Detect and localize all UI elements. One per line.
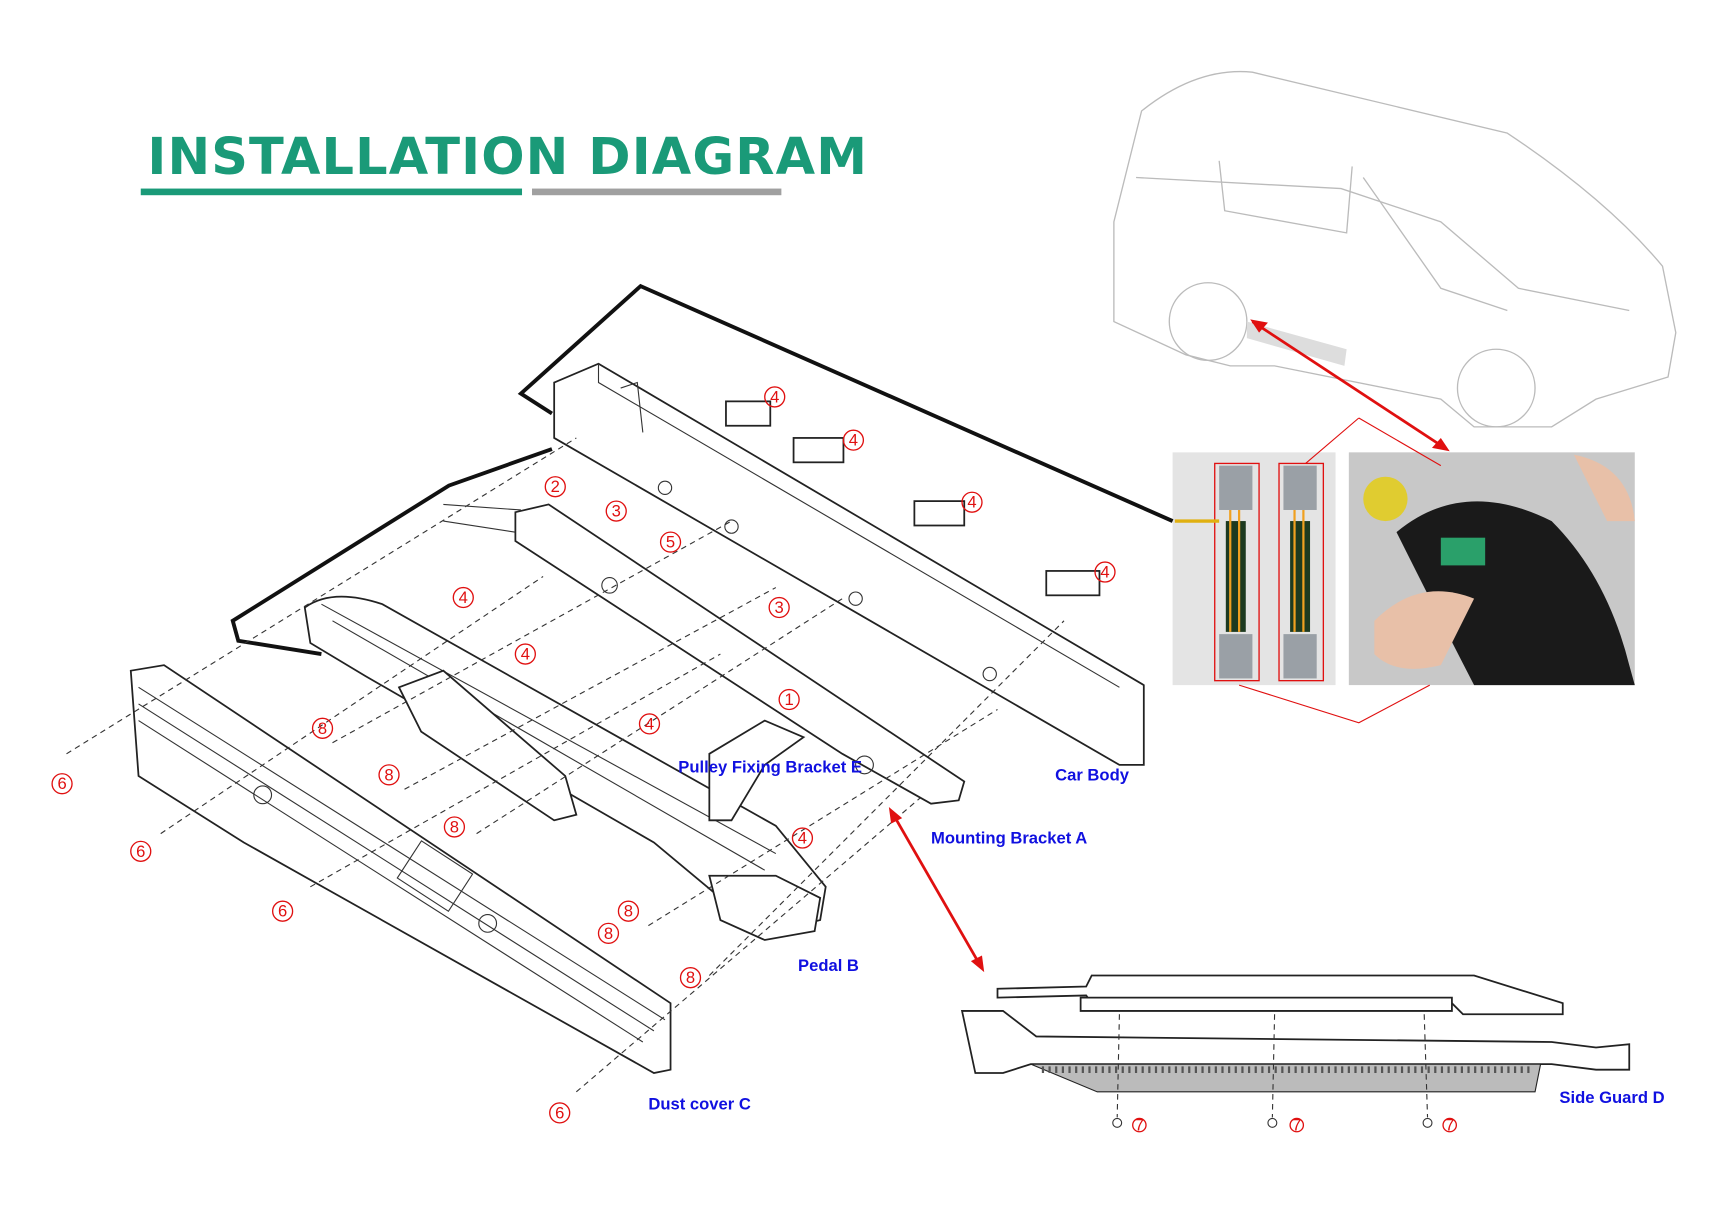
red-arrow-bracket-to-guard xyxy=(888,807,985,973)
svg-text:4: 4 xyxy=(798,829,807,848)
callout: 4 xyxy=(842,429,865,451)
label-side-guard: Side Guard D xyxy=(1559,1088,1664,1107)
svg-text:8: 8 xyxy=(686,968,695,987)
page-title: INSTALLATION DIAGRAM xyxy=(147,128,868,187)
callout-numbers: 1 2 3 3 4 4 4 4 4 4 4 4 5 6 6 6 6 8 8 8 … xyxy=(51,386,1458,1135)
wiring-cable xyxy=(230,283,1174,656)
callout: 4 xyxy=(638,713,661,735)
svg-text:3: 3 xyxy=(775,598,784,617)
svg-text:8: 8 xyxy=(624,902,633,921)
callout: 7 xyxy=(1442,1116,1458,1135)
callout: 3 xyxy=(605,500,627,522)
svg-text:1: 1 xyxy=(785,690,794,709)
callout: 4 xyxy=(452,586,474,609)
assembly-guide-lines xyxy=(66,437,1065,1093)
callout: 6 xyxy=(549,1102,571,1124)
callout: 6 xyxy=(130,840,152,862)
car-body-bracket xyxy=(553,362,1145,766)
callout: 4 xyxy=(961,491,983,513)
callout: 2 xyxy=(544,476,566,498)
studs xyxy=(725,400,1101,597)
svg-text:8: 8 xyxy=(318,719,327,738)
svg-text:4: 4 xyxy=(770,387,779,406)
svg-text:4: 4 xyxy=(459,588,468,607)
svg-text:6: 6 xyxy=(57,774,66,793)
svg-text:7: 7 xyxy=(1445,1116,1454,1135)
svg-text:6: 6 xyxy=(278,902,287,921)
photo-connector-lines xyxy=(1238,417,1442,724)
callout: 4 xyxy=(791,827,814,849)
svg-text:4: 4 xyxy=(521,645,530,664)
title-underline-green xyxy=(140,188,523,196)
svg-text:4: 4 xyxy=(1100,563,1109,582)
label-mounting-bracket: Mounting Bracket A xyxy=(931,829,1087,848)
callout: 4 xyxy=(514,643,536,665)
connector-installation-photo xyxy=(1348,452,1635,686)
svg-text:4: 4 xyxy=(849,431,858,450)
label-pulley-bracket: Pulley Fixing Bracket E xyxy=(678,758,862,777)
pedal-assembly xyxy=(303,595,827,941)
callout: 7 xyxy=(1132,1116,1147,1135)
callout: 1 xyxy=(778,688,800,711)
callout: 4 xyxy=(764,386,786,408)
svg-text:4: 4 xyxy=(645,714,654,733)
svg-text:3: 3 xyxy=(612,502,621,521)
callout: 7 xyxy=(1289,1116,1305,1135)
callout: 6 xyxy=(51,773,73,795)
callout: 3 xyxy=(768,596,790,619)
svg-text:7: 7 xyxy=(1135,1116,1144,1135)
callout: 4 xyxy=(1094,561,1116,583)
label-dust-cover: Dust cover C xyxy=(648,1095,750,1114)
callout: 8 xyxy=(443,816,466,838)
label-pedal: Pedal B xyxy=(798,956,859,975)
label-car-body: Car Body xyxy=(1055,765,1130,784)
dust-cover xyxy=(129,664,672,1074)
svg-text:6: 6 xyxy=(555,1103,564,1122)
svg-text:5: 5 xyxy=(666,533,675,552)
svg-text:2: 2 xyxy=(551,477,560,496)
svg-text:8: 8 xyxy=(384,765,393,784)
svg-text:8: 8 xyxy=(450,817,459,836)
callout: 5 xyxy=(659,531,682,553)
callout: 8 xyxy=(597,922,620,945)
svg-text:8: 8 xyxy=(604,924,613,943)
mounting-bracket xyxy=(443,503,966,805)
side-guard-assembly xyxy=(960,974,1631,1128)
callout: 8 xyxy=(679,967,702,989)
wiring-harness-photo xyxy=(1172,452,1336,686)
title-underline-gray xyxy=(532,188,782,196)
callout: 6 xyxy=(271,900,294,922)
car-outline-sketch xyxy=(1113,70,1677,428)
callout: 8 xyxy=(378,764,400,786)
svg-text:4: 4 xyxy=(967,493,976,512)
svg-text:7: 7 xyxy=(1292,1116,1301,1135)
red-arrow-car-to-photo xyxy=(1250,319,1450,452)
callout: 8 xyxy=(617,900,640,922)
svg-text:6: 6 xyxy=(136,842,145,861)
callout: 8 xyxy=(311,717,334,739)
